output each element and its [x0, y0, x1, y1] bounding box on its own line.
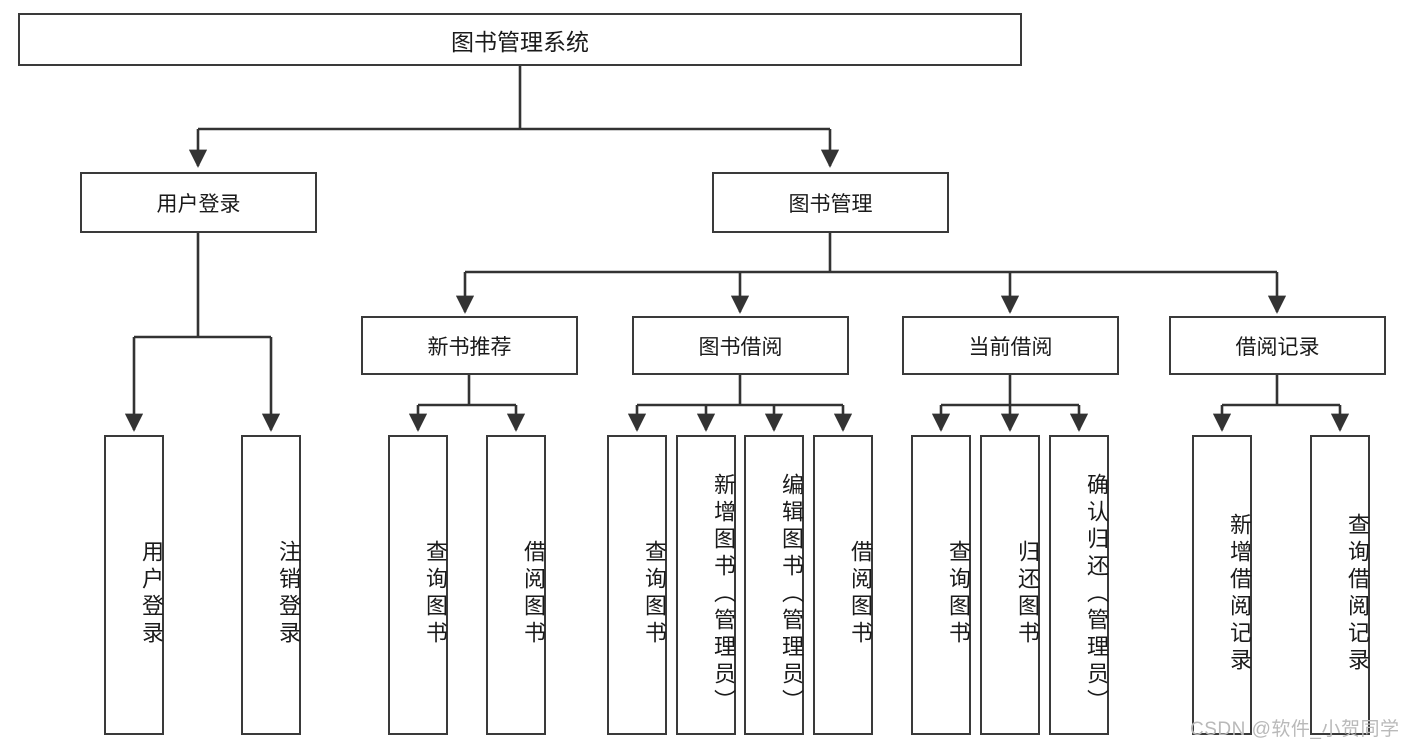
- leaf-current-borrow-confirm-return-admin[interactable]: 确认归还（管理员）: [1049, 435, 1109, 735]
- node-label: 确认归还（管理员）: [1084, 472, 1109, 716]
- watermark-text: CSDN @软件_小贺同学: [1190, 719, 1400, 740]
- node-label: 查询图书: [946, 540, 971, 648]
- node-label: 图书管理: [788, 192, 873, 216]
- node-label: 借阅图书: [521, 540, 546, 648]
- node-label: 编辑图书（管理员）: [779, 472, 804, 716]
- leaf-book-borrow-borrow-book[interactable]: 借阅图书: [813, 435, 873, 735]
- node-label: 借阅图书: [848, 540, 873, 648]
- node-label: 新增图书（管理员）: [711, 472, 736, 716]
- leaf-book-borrow-add-book-admin[interactable]: 新增图书（管理员）: [676, 435, 736, 735]
- node-label: 新书推荐: [427, 335, 512, 359]
- csdn-watermark: CSDN @软件_小贺同学: [1190, 714, 1399, 741]
- leaf-current-borrow-return-book[interactable]: 归还图书: [980, 435, 1040, 735]
- node-label: 查询图书: [423, 540, 448, 648]
- leaf-user-login-login[interactable]: 用户登录: [104, 435, 164, 735]
- node-label: 新增借阅记录: [1227, 513, 1252, 675]
- node-label: 注销登录: [276, 540, 301, 648]
- node-label: 用户登录: [139, 540, 164, 648]
- leaf-borrow-record-add-record[interactable]: 新增借阅记录: [1192, 435, 1252, 735]
- leaf-new-book-query-book[interactable]: 查询图书: [388, 435, 448, 735]
- node-root-book-management-system[interactable]: 图书管理系统: [18, 13, 1022, 66]
- node-borrow-record[interactable]: 借阅记录: [1169, 316, 1386, 375]
- leaf-current-borrow-query-book[interactable]: 查询图书: [911, 435, 971, 735]
- node-label: 图书借阅: [698, 335, 783, 359]
- node-label: 查询图书: [642, 540, 667, 648]
- node-book-management[interactable]: 图书管理: [712, 172, 949, 233]
- node-new-book-recommend[interactable]: 新书推荐: [361, 316, 578, 375]
- node-label: 借阅记录: [1235, 335, 1320, 359]
- node-label: 用户登录: [156, 192, 241, 216]
- leaf-book-borrow-query-book[interactable]: 查询图书: [607, 435, 667, 735]
- leaf-new-book-borrow-book[interactable]: 借阅图书: [486, 435, 546, 735]
- leaf-user-login-logout[interactable]: 注销登录: [241, 435, 301, 735]
- leaf-borrow-record-query-record[interactable]: 查询借阅记录: [1310, 435, 1370, 735]
- node-user-login[interactable]: 用户登录: [80, 172, 317, 233]
- node-label: 图书管理系统: [451, 28, 589, 55]
- node-current-borrow[interactable]: 当前借阅: [902, 316, 1119, 375]
- node-book-borrow[interactable]: 图书借阅: [632, 316, 849, 375]
- node-label: 归还图书: [1015, 540, 1040, 648]
- node-label: 查询借阅记录: [1345, 513, 1370, 675]
- node-label: 当前借阅: [968, 335, 1053, 359]
- leaf-book-borrow-edit-book-admin[interactable]: 编辑图书（管理员）: [744, 435, 804, 735]
